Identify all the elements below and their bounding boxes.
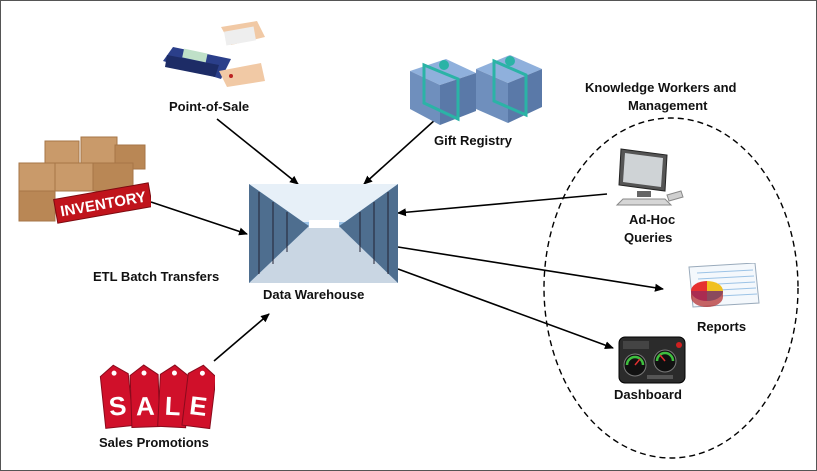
inventory-icon: INVENTORY	[18, 136, 151, 224]
dashboard-label: Dashboard	[614, 387, 682, 402]
gift-registry-icon	[410, 55, 542, 125]
sale-tag-s: S	[99, 364, 135, 429]
arrow-warehouse-to-dashboard	[397, 268, 614, 349]
arrow-pos-to-warehouse	[216, 118, 299, 185]
svg-text:S: S	[107, 390, 127, 422]
arrow-gift-to-warehouse	[363, 118, 437, 185]
reports-label: Reports	[697, 319, 747, 334]
arrow-warehouse-to-reports	[397, 246, 664, 292]
pos-terminal-icon	[163, 21, 265, 87]
sale-tag-a: A	[129, 364, 161, 428]
sales-promotions-label: Sales Promotions	[99, 435, 209, 450]
adhoc-label-line1: Ad-Hoc	[629, 212, 676, 227]
sale-tag-e: E	[181, 364, 215, 430]
knowledge-workers-boundary	[543, 117, 799, 459]
svg-text:A: A	[135, 391, 155, 422]
etl-label: ETL Batch Transfers	[93, 269, 220, 284]
dashboard-icon	[618, 336, 686, 384]
svg-text:L: L	[164, 391, 182, 422]
sales-promotion-icon: S A L E	[99, 364, 215, 430]
knowledge-workers-title-line1: Knowledge Workers and	[585, 80, 737, 95]
computer-icon	[615, 148, 684, 206]
arrow-inventory-to-warehouse	[150, 201, 248, 236]
data-warehouse-label: Data Warehouse	[263, 287, 365, 302]
knowledge-workers-title-line2: Management	[628, 98, 708, 113]
adhoc-label-line2: Queries	[624, 230, 673, 245]
arrow-adhoc-to-warehouse	[397, 193, 608, 217]
arrow-sales-to-warehouse	[213, 313, 270, 362]
reports-icon	[688, 263, 760, 308]
svg-text:E: E	[188, 390, 209, 422]
pos-label: Point-of-Sale	[169, 99, 250, 114]
data-warehouse-icon	[249, 184, 398, 283]
gift-registry-label: Gift Registry	[434, 133, 513, 148]
